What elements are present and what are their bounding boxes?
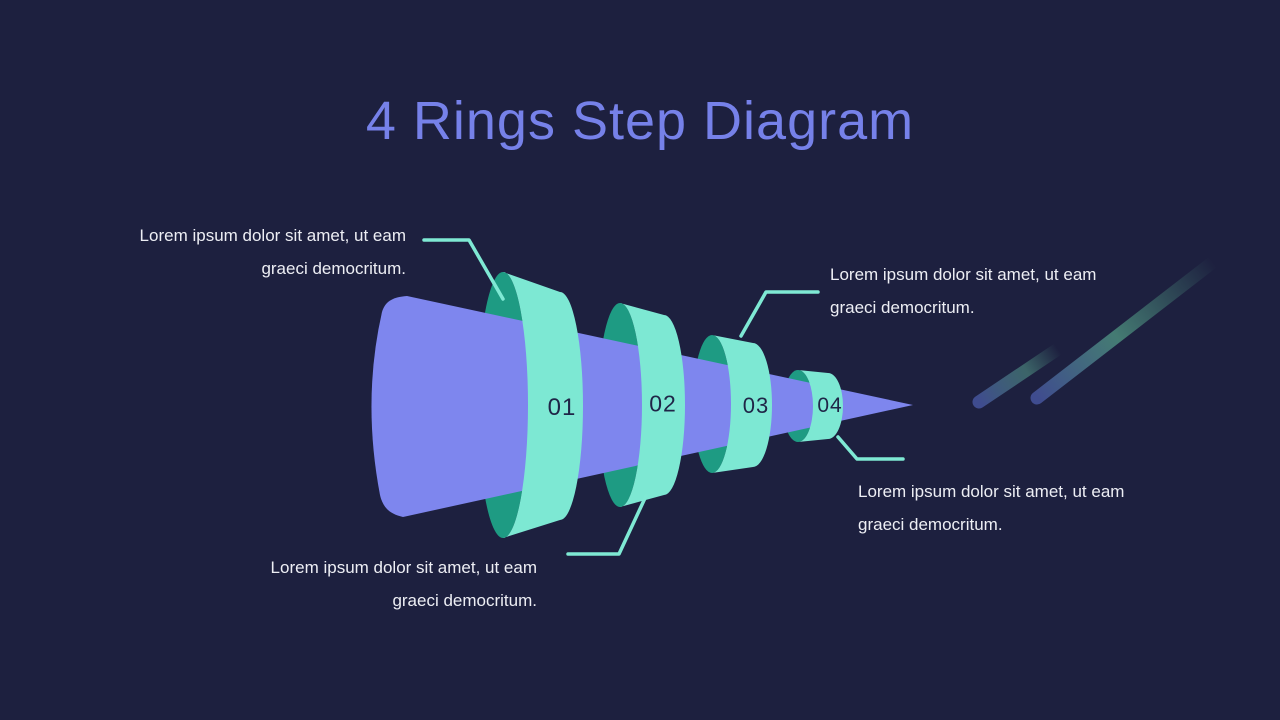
ring-04-number: 04 bbox=[817, 394, 843, 417]
caption-step-03: Lorem ipsum dolor sit amet, ut eam graec… bbox=[830, 258, 1140, 324]
ring-01-front bbox=[503, 272, 583, 538]
ring-02-front bbox=[620, 303, 685, 507]
caption-step-04: Lorem ipsum dolor sit amet, ut eam graec… bbox=[858, 475, 1168, 541]
caption-step-01-line1: Lorem ipsum dolor sit amet, ut eam bbox=[139, 226, 406, 245]
caption-step-02: Lorem ipsum dolor sit amet, ut eam graec… bbox=[237, 551, 537, 617]
connector-step-01 bbox=[422, 238, 505, 301]
ring-03-number: 03 bbox=[742, 393, 770, 418]
caption-step-01: Lorem ipsum dolor sit amet, ut eam graec… bbox=[96, 219, 406, 285]
decor-streak-short bbox=[972, 342, 1065, 409]
caption-step-02-line2: graeci democritum. bbox=[392, 591, 537, 610]
ring-02-number: 02 bbox=[649, 390, 677, 417]
ring-04-front bbox=[798, 370, 843, 442]
connector-step-02 bbox=[566, 494, 648, 556]
caption-step-04-line2: graeci democritum. bbox=[858, 515, 1003, 534]
connector-step-03 bbox=[739, 290, 820, 338]
caption-step-01-line2: graeci democritum. bbox=[261, 259, 406, 278]
slide-title: 4 Rings Step Diagram bbox=[365, 91, 915, 151]
connector-step-04 bbox=[836, 435, 905, 461]
ring-01-number: 01 bbox=[547, 394, 577, 421]
decor-streak-long bbox=[1030, 255, 1220, 405]
caption-step-04-line1: Lorem ipsum dolor sit amet, ut eam bbox=[858, 482, 1125, 501]
caption-step-03-line1: Lorem ipsum dolor sit amet, ut eam bbox=[830, 265, 1097, 284]
caption-step-02-line1: Lorem ipsum dolor sit amet, ut eam bbox=[270, 558, 537, 577]
caption-step-03-line2: graeci democritum. bbox=[830, 298, 975, 317]
ring-03-front bbox=[712, 335, 772, 473]
